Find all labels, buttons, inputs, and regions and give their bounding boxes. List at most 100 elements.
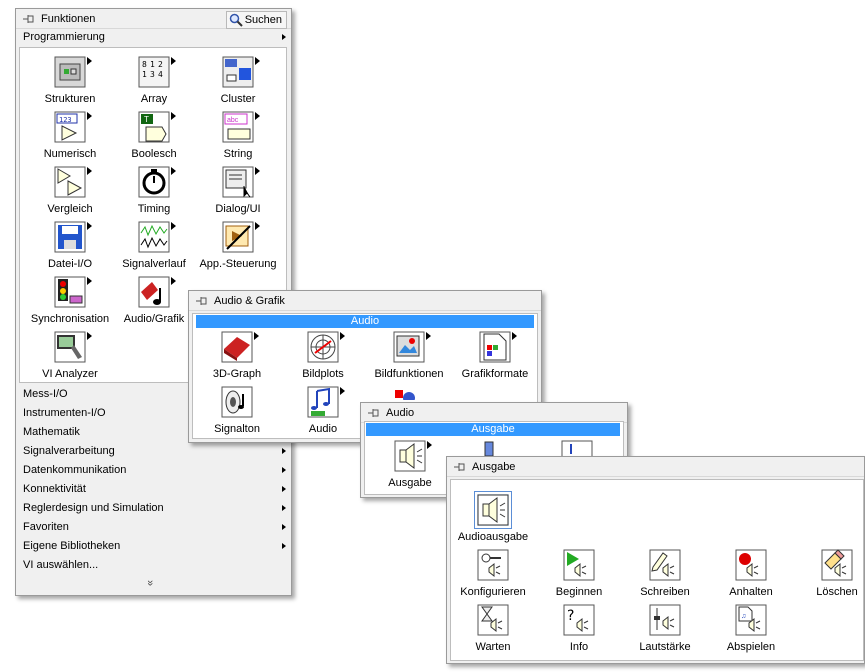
icon-label: Warten — [475, 641, 511, 653]
partially-hidden-icon[interactable] — [479, 440, 511, 456]
svg-text:1: 1 — [142, 70, 147, 79]
ausgabe-palette: Ausgabe Audioausgabe Konfigurieren — [446, 456, 865, 664]
icon-abspielen[interactable]: ♫ Abspielen — [711, 604, 791, 660]
icon-signalverlauf[interactable]: Signalverlauf — [114, 221, 194, 277]
icon-timing[interactable]: Timing — [114, 166, 194, 222]
icon-audioausgabe[interactable]: Audioausgabe — [453, 491, 533, 550]
3d-graph-icon — [221, 331, 253, 363]
icon-signalton[interactable]: Signalton — [197, 386, 277, 442]
category-label: Favoriten — [23, 521, 69, 533]
category-konnektivitaet[interactable]: Konnektivität — [16, 480, 291, 498]
audio-grafik-titlebar[interactable]: Audio & Grafik — [189, 291, 541, 311]
icon-cluster[interactable]: Cluster — [198, 56, 278, 112]
icon-audio-grafik[interactable]: Audio/Grafik — [114, 276, 194, 332]
category-label: Konnektivität — [23, 483, 86, 495]
functions-title: Funktionen — [41, 12, 96, 25]
submenu-arrow-icon — [87, 332, 92, 340]
category-datenkommunikation[interactable]: Datenkommunikation — [16, 461, 291, 479]
vi-analyzer-icon — [54, 331, 86, 363]
category-reglerdesign[interactable]: Reglerdesign und Simulation — [16, 499, 291, 517]
svg-text:2: 2 — [158, 60, 163, 69]
search-icon — [229, 13, 243, 27]
icon-anhalten[interactable]: Anhalten — [711, 549, 791, 605]
icon-label: Synchronisation — [30, 313, 110, 325]
submenu-arrow-icon — [255, 112, 260, 120]
polar-plot-icon — [307, 331, 339, 363]
icon-label: Audio/Grafik — [123, 313, 185, 325]
ausgabe-group: Audioausgabe Konfigurieren Beginnen — [450, 479, 864, 661]
icon-grafikformate[interactable]: Grafikformate — [455, 331, 535, 387]
icon-vergleich[interactable]: Vergleich — [30, 166, 110, 222]
pin-icon[interactable] — [367, 407, 381, 419]
submenu-arrow-icon — [340, 332, 345, 340]
icon-vi-analyzer[interactable]: VI Analyzer — [30, 331, 110, 387]
traffic-light-icon — [54, 276, 86, 308]
category-favoriten[interactable]: Favoriten — [16, 518, 291, 536]
icon-strukturen[interactable]: Strukturen — [30, 56, 110, 112]
icon-label: Löschen — [816, 586, 858, 598]
category-eigene-bibliotheken[interactable]: Eigene Bibliotheken — [16, 537, 291, 555]
icon-warten[interactable]: Warten — [453, 604, 533, 660]
icon-numerisch[interactable]: 123 Numerisch — [30, 111, 110, 167]
category-label: Mess-I/O — [23, 388, 68, 400]
audio-titlebar[interactable]: Audio — [361, 403, 627, 423]
eraser-clear-icon — [821, 549, 853, 581]
category-label: Mathematik — [23, 426, 80, 438]
section-header-audio[interactable]: Audio — [196, 315, 534, 328]
picture-functions-icon — [393, 331, 425, 363]
icon-loeschen[interactable]: Löschen — [797, 549, 865, 605]
icon-label: Konfigurieren — [460, 586, 526, 598]
graphics-formats-icon — [479, 331, 511, 363]
comparison-icon — [54, 166, 86, 198]
category-label: Signalverarbeitung — [23, 445, 115, 457]
icon-3d-graph[interactable]: 3D-Graph — [197, 331, 277, 387]
icon-datei-io[interactable]: Datei-I/O — [30, 221, 110, 277]
category-label: Instrumenten-I/O — [23, 407, 106, 419]
icon-string[interactable]: abc String — [198, 111, 278, 167]
icon-label: Signalverlauf — [122, 258, 186, 270]
section-header-ausgabe[interactable]: Ausgabe — [366, 423, 620, 436]
submenu-arrow-icon — [282, 34, 286, 40]
ausgabe-titlebar[interactable]: Ausgabe — [447, 457, 864, 477]
svg-text:3: 3 — [150, 70, 155, 79]
expand-more-icon[interactable]: » — [144, 579, 157, 587]
icon-bildplots[interactable]: Bildplots — [283, 331, 363, 387]
dialog-icon — [222, 166, 254, 198]
svg-text:4: 4 — [158, 70, 163, 79]
icon-label: Vergleich — [47, 203, 93, 215]
pin-icon[interactable] — [22, 13, 36, 25]
partially-hidden-icon[interactable] — [393, 386, 425, 400]
submenu-arrow-icon — [87, 167, 92, 175]
icon-label: VI Analyzer — [42, 368, 98, 380]
partially-hidden-icon[interactable] — [561, 440, 595, 456]
icon-beginnen[interactable]: Beginnen — [539, 549, 619, 605]
search-label: Suchen — [244, 14, 282, 26]
pin-icon[interactable] — [453, 461, 467, 473]
category-vi-auswaehlen[interactable]: VI auswählen... — [16, 556, 291, 574]
category-signalverarbeitung[interactable]: Signalverarbeitung — [16, 442, 291, 460]
icon-ausgabe[interactable]: Ausgabe — [370, 440, 450, 496]
category-label: Programmierung — [23, 31, 105, 43]
icon-audio[interactable]: Audio — [283, 386, 363, 442]
functions-titlebar[interactable]: Funktionen Suchen — [16, 9, 291, 29]
icon-boolesch[interactable]: T Boolesch — [114, 111, 194, 167]
icon-lautstaerke[interactable]: Lautstärke — [625, 604, 705, 660]
category-label: Datenkommunikation — [23, 464, 127, 476]
icon-schreiben[interactable]: Schreiben — [625, 549, 705, 605]
stop-record-icon — [735, 549, 767, 581]
icon-synchronisation[interactable]: Synchronisation — [30, 276, 110, 332]
submenu-arrow-icon — [87, 57, 92, 65]
hourglass-wait-icon — [477, 604, 509, 636]
category-programmierung[interactable]: Programmierung — [16, 28, 291, 46]
search-button[interactable]: Suchen — [225, 11, 287, 29]
icon-info[interactable]: ? Info — [539, 604, 619, 660]
icon-bildfunktionen[interactable]: Bildfunktionen — [369, 331, 449, 387]
icon-dialog-ui[interactable]: Dialog/UI — [198, 166, 278, 222]
submenu-arrow-icon — [254, 332, 259, 340]
pin-icon[interactable] — [195, 295, 209, 307]
icon-label: App.-Steuerung — [199, 258, 277, 270]
icon-app-steuerung[interactable]: App.-Steuerung — [198, 221, 278, 277]
icon-konfigurieren[interactable]: Konfigurieren — [453, 549, 533, 605]
question-info-icon: ? — [563, 604, 595, 636]
